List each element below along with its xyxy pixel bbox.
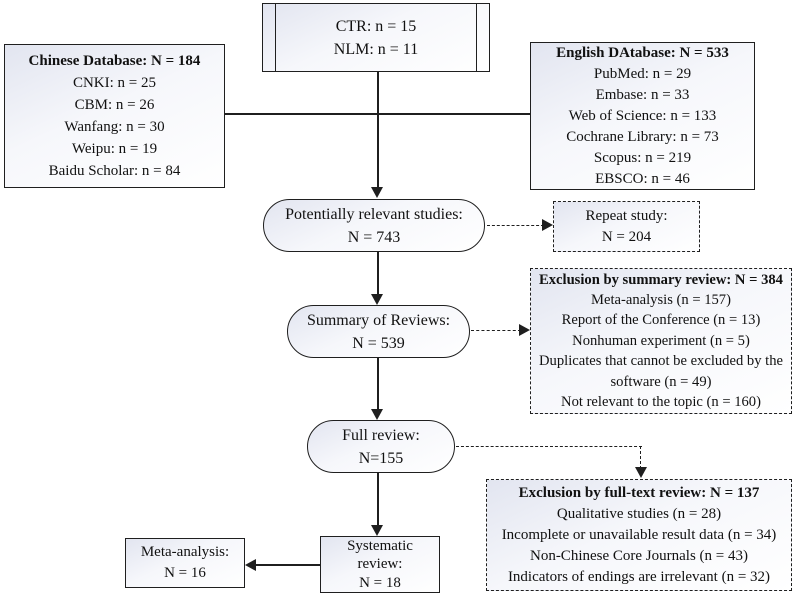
- english-database-line: PubMed: n = 29: [593, 65, 692, 82]
- chinese-database-line: Weipu: n = 19: [71, 141, 158, 157]
- arrowhead-left-meta: [245, 559, 256, 571]
- arrowhead-down-pool: [371, 187, 383, 198]
- registries-line-1: CTR: n = 15: [335, 17, 417, 35]
- chinese-database-box: Chinese Database: N = 184 CNKI: n = 25 C…: [4, 44, 225, 188]
- exclusion-fulltext-line: Qualitative studies (n = 28): [556, 505, 722, 522]
- chinese-database-line: Wanfang: n = 30: [64, 119, 165, 135]
- exclusion-fulltext-review-box: Exclusion by full-text review: N = 137 Q…: [486, 479, 792, 591]
- exclusion-summary-line: Report of the Conference (n = 13): [561, 312, 761, 329]
- english-database-line: Scopus: n = 219: [593, 149, 692, 166]
- exclusion-fulltext-line: Incomplete or unavailable result data (n…: [501, 526, 777, 543]
- predefined-process-left-edge: [275, 3, 276, 72]
- exclusion-summary-review-box: Exclusion by summary review: N = 384 Met…: [530, 268, 792, 414]
- exclusion-summary-line: Not relevant to the topic (n = 160): [561, 394, 761, 411]
- connector-full-to-systematic: [377, 473, 379, 526]
- summary-reviews-line-2: N = 539: [352, 334, 405, 352]
- english-database-title: English DAtabase: N = 533: [556, 44, 729, 61]
- exclusion-summary-line: Duplicates that cannot be excluded by th…: [539, 353, 783, 390]
- dashed-connector-full-elbow-horizontal: [456, 446, 642, 447]
- repeat-study-box: Repeat study: N = 204: [553, 201, 700, 252]
- registries-box: CTR: n = 15 NLM: n = 11: [262, 3, 490, 72]
- chinese-database-line: CBM: n = 26: [74, 97, 155, 113]
- potentially-relevant-studies-box: Potentially relevant studies: N = 743: [263, 199, 485, 252]
- english-database-line: Web of Science: n = 133: [568, 107, 717, 124]
- english-database-line: Cochrane Library: n = 73: [566, 128, 719, 145]
- repeat-study-line-2: N = 204: [601, 228, 652, 245]
- dashed-connector-full-elbow-vertical: [640, 446, 641, 469]
- english-database-line: Embase: n = 33: [595, 86, 690, 103]
- arrowhead-down-exclusion-fulltext: [635, 467, 647, 478]
- connector-databases-horizontal: [224, 113, 531, 115]
- arrowhead-down-full: [371, 409, 383, 420]
- meta-analysis-line-2: N = 16: [164, 565, 206, 581]
- chinese-database-line: CNKI: n = 25: [72, 75, 157, 91]
- exclusion-summary-line: Meta-analysis (n = 157): [591, 291, 731, 308]
- systematic-review-line-3: N = 18: [359, 574, 401, 591]
- arrowhead-down-summary: [371, 294, 383, 305]
- connector-systematic-to-meta: [254, 564, 320, 566]
- exclusion-summary-line: Nonhuman experiment (n = 5): [572, 332, 750, 349]
- arrowhead-down-systematic: [371, 525, 383, 536]
- full-review-box: Full review: N=155: [307, 420, 455, 473]
- summary-reviews-line-1: Summary of Reviews:: [306, 311, 451, 329]
- repeat-study-line-1: Repeat study:: [585, 207, 668, 224]
- systematic-review-line-1: Systematic: [347, 537, 413, 554]
- full-review-line-2: N=155: [358, 449, 404, 467]
- connector-registries-to-pool: [377, 72, 379, 189]
- english-database-line: EBSCO: n = 46: [595, 170, 690, 187]
- exclusion-fulltext-title: Exclusion by full-text review: N = 137: [518, 484, 760, 501]
- summary-of-reviews-box: Summary of Reviews: N = 539: [287, 305, 470, 358]
- systematic-review-box: Systematic review: N = 18: [320, 536, 440, 593]
- predefined-process-right-edge: [476, 3, 477, 72]
- connector-summary-to-full: [377, 358, 379, 410]
- potentially-relevant-line-2: N = 743: [347, 228, 401, 246]
- exclusion-fulltext-line: Indicators of endings are irrelevant (n …: [507, 568, 771, 585]
- dashed-connector-pool-to-repeat: [487, 225, 544, 226]
- meta-analysis-box: Meta-analysis: N = 16: [125, 538, 245, 588]
- potentially-relevant-line-1: Potentially relevant studies:: [285, 205, 463, 223]
- chinese-database-title: Chinese Database: N = 184: [28, 53, 201, 69]
- meta-analysis-line-1: Meta-analysis:: [140, 544, 230, 560]
- exclusion-fulltext-line: Non-Chinese Core Journals (n = 43): [529, 547, 748, 564]
- systematic-review-line-2: review:: [357, 556, 403, 573]
- chinese-database-line: Baidu Scholar: n = 84: [48, 163, 181, 179]
- registries-line-2: NLM: n = 11: [333, 40, 419, 58]
- arrowhead-right-exclusion-summary: [519, 324, 530, 336]
- arrowhead-right-repeat: [542, 219, 553, 231]
- english-database-box: English DAtabase: N = 533 PubMed: n = 29…: [530, 42, 755, 190]
- exclusion-summary-title: Exclusion by summary review: N = 384: [539, 271, 783, 288]
- dashed-connector-summary-to-exclusion: [471, 330, 521, 331]
- connector-pool-to-summary: [377, 252, 379, 295]
- full-review-line-1: Full review:: [342, 426, 420, 444]
